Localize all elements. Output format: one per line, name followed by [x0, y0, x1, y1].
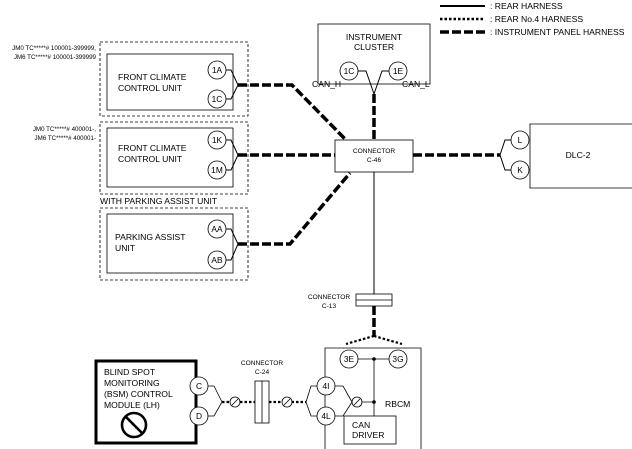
- vin-b-line1: JM0 TC*****# 400001-,: [33, 126, 96, 133]
- wire-fca-to-c46: [238, 83, 348, 142]
- legend: : REAR HARNESS : REAR No.4 HARNESS : INS…: [440, 1, 625, 37]
- vin-a-line2: JM6 TC*****# 100001-399999: [14, 54, 97, 61]
- rbcm-shield-slash: [353, 398, 361, 406]
- pin-1k-label: 1K: [212, 135, 223, 145]
- front-climate-a-group: [99, 41, 249, 117]
- can-driver-box: [343, 415, 397, 445]
- connector-c46: CONNECTOR C-46: [334, 139, 414, 173]
- vin-a-line1: JM0 TC*****# 100001-399999,: [12, 45, 96, 52]
- bsm-label-4: MODULE (LH): [104, 400, 160, 410]
- front-climate-a-label-1: FRONT CLIMATE: [118, 72, 187, 82]
- wire-fca-leads: [226, 69, 239, 100]
- wire-bsm-leads: [207, 385, 223, 417]
- pin-4l-label: 4L: [321, 411, 331, 421]
- pin-l-label: L: [518, 135, 523, 145]
- wire-rbcm-4i-4l-leads: [305, 385, 317, 417]
- bsm-box: [94, 359, 198, 445]
- parking-assist-label-2: UNIT: [115, 243, 136, 253]
- junction-bus: [372, 400, 376, 404]
- front-climate-b: JM0 TC*****# 400001-, JM6 TC*****# 40000…: [33, 121, 249, 195]
- pin-c-label: C: [196, 381, 202, 391]
- wire-1c-lead: [358, 70, 375, 95]
- parking-assist-group-label: WITH PARKING ASSIST UNIT: [100, 196, 218, 206]
- wire-fcb-leads: [226, 139, 239, 171]
- pin-aa-label: AA: [211, 224, 223, 234]
- pin-l-circle: [510, 130, 530, 150]
- pin-3e-label: 3E: [344, 354, 355, 364]
- front-climate-b-label-2: CONTROL UNIT: [118, 154, 183, 164]
- wire-rbcm-split: [345, 334, 403, 346]
- connector-c46-label-2: C-46: [367, 157, 382, 164]
- connector-c46-label-1: CONNECTOR: [353, 148, 396, 155]
- connector-c24-label-2: C-24: [255, 369, 270, 376]
- dlc2-label: DLC-2: [566, 150, 591, 160]
- rbcm-label: RBCM: [385, 399, 410, 409]
- can-l-label: CAN_L: [402, 79, 430, 89]
- pin-1m-label: 1M: [211, 165, 223, 175]
- dlc2-box: [529, 123, 632, 189]
- connector-c24-label-1: CONNECTOR: [241, 360, 284, 367]
- front-climate-b-label-1: FRONT CLIMATE: [118, 143, 187, 153]
- rbcm-box: [324, 347, 422, 449]
- parking-assist-box: [106, 213, 234, 274]
- instrument-cluster-box: [317, 23, 431, 85]
- vin-b-line2: JM6 TC*****# 400001-: [35, 135, 96, 142]
- bsm-shield-slash: [231, 398, 239, 406]
- bsm-label-1: BLIND SPOT: [104, 367, 156, 377]
- connector-c46-box: [334, 139, 414, 173]
- front-climate-a-box: [106, 53, 234, 111]
- legend-ip-harness-label: : INSTRUMENT PANEL HARNESS: [490, 27, 625, 37]
- bsm-label-3: (BSM) CONTROL: [104, 389, 173, 399]
- front-climate-a: JM0 TC*****# 100001-399999, JM6 TC*****#…: [12, 41, 249, 117]
- wire-1e-lead: [373, 70, 389, 95]
- pin-1c-fc-label: 1C: [212, 94, 223, 104]
- connector-c24: CONNECTOR C-24: [241, 360, 284, 424]
- front-climate-a-label-2: CONTROL UNIT: [118, 83, 183, 93]
- instrument-cluster-label-2: CLUSTER: [354, 42, 394, 52]
- pin-k-label: K: [517, 165, 523, 175]
- c24-shield-slash: [283, 398, 291, 406]
- connector-c13-label-2: C-13: [322, 303, 337, 310]
- pin-k-circle: [510, 160, 530, 180]
- pin-d-label: D: [196, 411, 202, 421]
- pin-d-circle: [189, 406, 209, 426]
- legend-rear-no4-label: : REAR No.4 HARNESS: [490, 14, 583, 24]
- wire-dlc2-leads: [499, 139, 512, 171]
- wire-pa-to-c46: [238, 171, 352, 246]
- pin-3g-label: 3G: [392, 354, 403, 364]
- can-driver-label-2: DRIVER: [352, 430, 384, 440]
- can-h-label: CAN_H: [312, 79, 341, 89]
- wire-pa-leads: [226, 228, 239, 261]
- can-driver-label-1: CAN: [352, 420, 370, 430]
- pin-1e-label: 1E: [393, 66, 404, 76]
- connector-c13-label-1: CONNECTOR: [308, 294, 351, 301]
- dlc2: DLC-2 L K: [510, 123, 632, 189]
- instrument-cluster: INSTRUMENT CLUSTER 1C 1E CAN_H CAN_L: [312, 23, 431, 89]
- pin-1c-label: 1C: [344, 66, 355, 76]
- rbcm: 3E 3G 4I 4L RBCM CAN DRIVER: [316, 347, 422, 449]
- pin-1a-label: 1A: [212, 65, 223, 75]
- parking-assist: WITH PARKING ASSIST UNIT PARKING ASSIST …: [99, 196, 249, 281]
- wire-4i-4l-leads: [335, 385, 353, 417]
- bsm-label-2: MONITORING: [104, 378, 160, 388]
- front-climate-b-box: [106, 127, 234, 188]
- pin-ab-label: AB: [211, 255, 223, 265]
- pin-c-circle: [189, 376, 209, 396]
- bsm-module: BLIND SPOT MONITORING (BSM) CONTROL MODU…: [94, 359, 209, 445]
- instrument-cluster-label-1: INSTRUMENT: [346, 32, 403, 42]
- parking-assist-label-1: PARKING ASSIST: [115, 232, 186, 242]
- connector-c13: CONNECTOR C-13: [308, 293, 393, 310]
- legend-rear-harness-label: : REAR HARNESS: [490, 1, 563, 11]
- prohibited-icon: [120, 411, 148, 439]
- pin-4i-label: 4I: [323, 381, 330, 391]
